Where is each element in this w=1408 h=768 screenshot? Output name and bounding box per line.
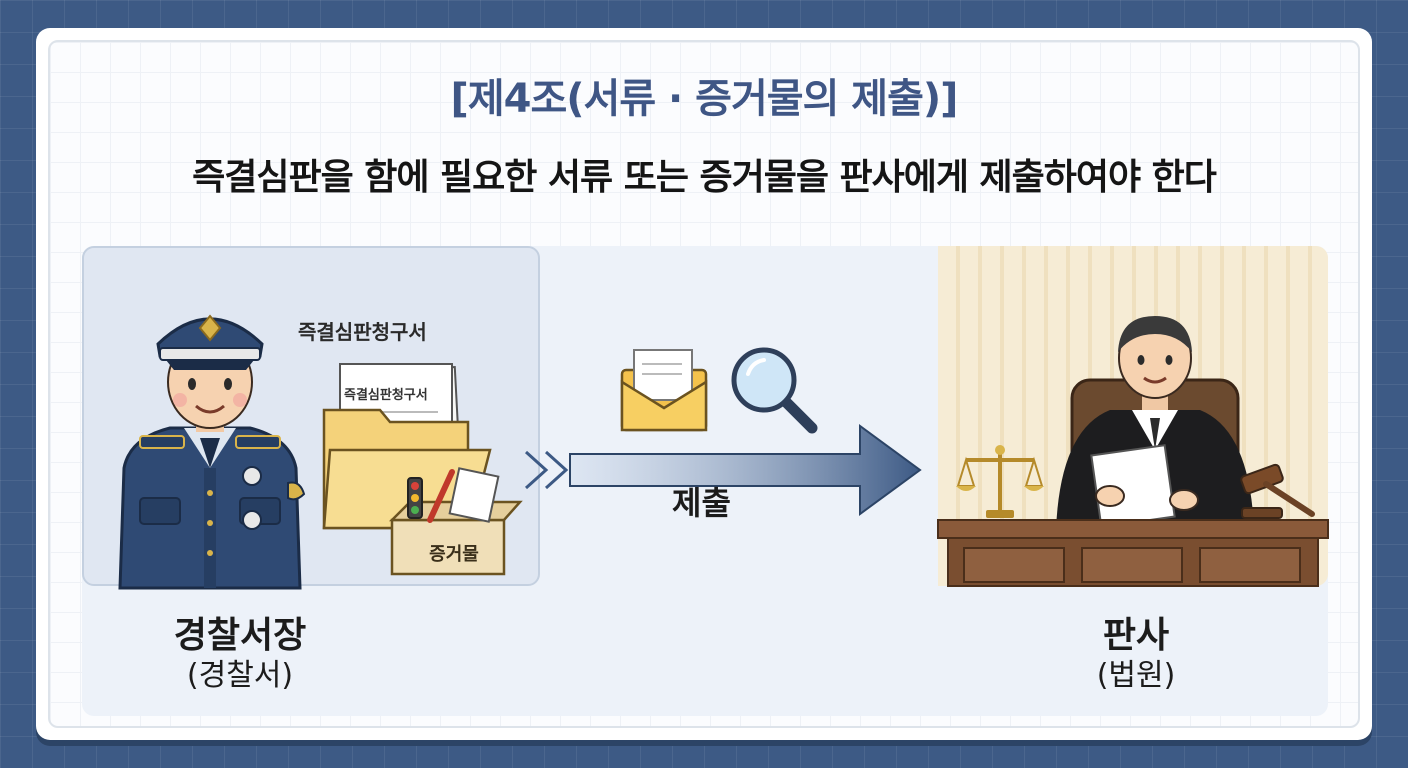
envelope-icon: [620, 349, 708, 432]
evidence-box-label: 증거물: [429, 544, 479, 565]
arrow-icon: [524, 424, 922, 516]
sender-title: 경찰서장: [173, 615, 307, 656]
folder-icon: [322, 363, 523, 576]
judge-icon: [1056, 316, 1254, 532]
scales-icon: [956, 445, 1044, 518]
document-page-text: 즉결심판청구서: [344, 388, 428, 403]
statement-text: 즉결심판을 함에 필요한 서류 또는 증거물을 판사에게 제출하여야 한다: [192, 157, 1217, 198]
receiver-subtitle: (법원): [1096, 658, 1176, 693]
document-title: 즉결심판청구서: [298, 320, 427, 344]
sender-subtitle: (경찰서): [186, 658, 294, 693]
receiver-title: 판사: [1102, 615, 1170, 656]
submit-label: 제출: [672, 484, 731, 522]
article-title: [제4조(서류 · 증거물의 제출)]: [450, 76, 959, 122]
magnifier-icon: [731, 347, 818, 434]
police-officer-icon: [118, 314, 306, 590]
judge-desk: [937, 519, 1329, 587]
gavel-icon: [1240, 463, 1315, 519]
